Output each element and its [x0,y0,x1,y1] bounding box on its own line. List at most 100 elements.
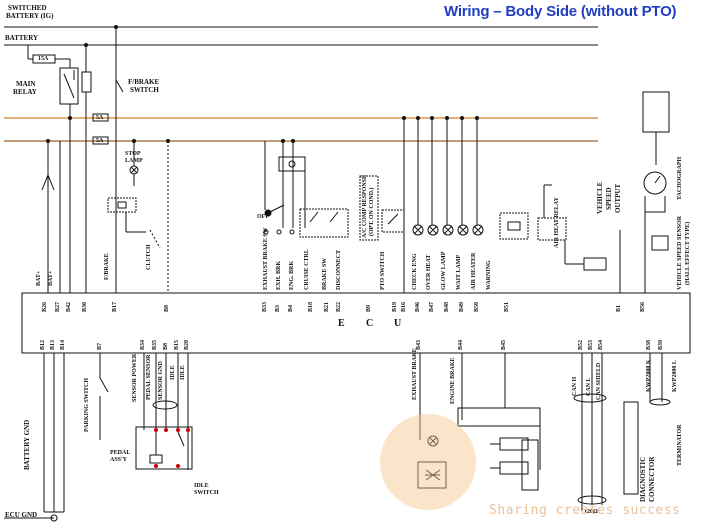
pin-label: B8 [164,304,170,312]
terminator-label: TERMINATOR [677,424,683,466]
pin-label: B18 [308,301,314,312]
pedal-assy-label-2: ASS'Y [110,457,128,463]
ac-compressor-label: A/C COMP RESPONSE [362,174,368,238]
pin-label: B34 [140,339,146,350]
can-l-label: CAN L [586,377,592,396]
component-label: EXHAUST BRAKE SW [263,227,269,290]
engine-brake-label: ENGINE BRAKE [450,357,456,404]
pin-label: B49 [459,301,465,312]
diag-connector-label-1: DIAGNOSTIC [639,456,647,502]
main-relay-label: MAIN [16,80,36,88]
pin-label: B50 [474,301,480,312]
switched-battery-label: SWITCHED [8,4,47,12]
idle-label-2: IDLE [180,365,186,380]
idle-switch-label: IDLE [194,483,209,489]
pin-label: B20 [184,339,190,350]
opt-only-label: (OPT. ON COND.) [369,187,375,236]
pin-label: B26 [42,301,48,312]
vehicle-speed-label-3: OUTPUT [614,183,622,213]
vehicle-speed-label-1: VEHICLE [596,181,604,214]
component-label: BRAKE SW [322,257,328,290]
page-title: Wiring – Body Side (without PTO) [444,3,677,20]
tachograph-dial [643,171,667,195]
pin-label: B15 [174,339,180,350]
pin-label: B7 [97,342,103,350]
pin-label: B46 [415,301,421,312]
fuse-5a-1 [92,113,109,122]
fbrake-label: F/BRAKE [104,253,110,280]
pin-label: B3 [275,304,281,312]
pin-label: B39 [658,339,664,350]
pin-label: B12 [40,339,46,350]
can-h-label: CAN H [572,376,578,396]
pin-label: B33 [262,301,268,312]
pin-label: B8 [163,342,169,350]
stop-lamp-label: STOP [125,151,141,157]
check-lamp [412,224,424,236]
hall-effect-label: (HALL EFFECT TYPE) [685,221,691,285]
idle-switch-label-2: SWITCH [194,490,219,496]
pin-label: B42 [66,301,72,312]
watermark-text: Sharing creates success [489,503,681,518]
fuse-15a-label: 15A [38,56,49,62]
component-label: ENG. BRK [289,260,295,290]
ecu-letter-e: E [338,318,345,329]
pin-label: B45 [501,339,507,350]
pin-label: B54 [598,339,604,350]
diag-connector-label-2: CONNECTOR [648,456,656,502]
component-label: WAIT LAMP [456,254,462,290]
component-label: WARNING [486,260,492,290]
idle-label-1: IDLE [170,365,176,380]
speed-sensor-box [642,91,670,133]
pin-label: B13 [50,339,56,350]
pin-label: B1 [616,304,622,312]
pin-label: B14 [60,339,66,350]
exhaust-brake-label: EXHAUST BRAKE [412,348,418,400]
fuse-5a-2 [92,136,109,145]
fbrake-switch-label-2: SWITCH [130,86,159,94]
pin-label: B17 [112,301,118,312]
component-label: AIR HEAT RELAY [554,197,560,248]
pedal-sensor-gnd-label: SENSOR GND [158,361,164,400]
pin-label: B52 [578,339,584,350]
component-label: DISCONNECT [336,249,342,290]
speed-sensor-label: VEHICLE SPEED SENSOR [677,215,683,290]
pin-label: B30 [82,301,88,312]
pin-label: B9 [366,304,372,312]
stop-lamp-label-2: LAMP [125,158,143,164]
pin-label: B47 [429,301,435,312]
pin-label: B51 [504,301,510,312]
pin-label: B53 [588,339,594,350]
ecu-letter-c: C [366,318,374,329]
pin-label: B35 [152,339,158,350]
pin-label: B16 [401,301,407,312]
air-heater-lamp [472,224,484,236]
component-label: EXH. BRK [276,260,282,290]
battery-label: BATTERY [5,34,39,42]
pin-label: B44 [458,339,464,350]
component-label: AIR HEATER [471,252,477,290]
wait-lamp [457,224,469,236]
battery-gnd-label: BATTERY GND [23,419,31,470]
can-shield-label: CAN SHIELD [596,362,602,400]
l-line-label: KWP2000 L [672,360,678,392]
parking-switch-label: PARKING SWITCH [84,377,90,432]
pin-label: B27 [55,301,61,312]
main-relay-label-2: RELAY [13,88,37,96]
pedal-assy-label: PEDAL [110,450,131,456]
pin-label: B22 [336,301,342,312]
pedal-sensor-power-label: SENSOR POWER [132,353,138,402]
pin-label: B48 [444,301,450,312]
watermark-glow [380,414,476,510]
bat-plus-label-1: BAT+ [36,270,42,286]
pedal-sensor-label: PEDAL SENSOR [146,354,152,400]
pedal-assy [135,426,193,470]
bat-plus-label-2: BAT+ [48,270,54,286]
component-label: CHECK ENG [412,253,418,290]
clutch-label: CLUTCH [146,244,152,270]
vehicle-speed-label-2: SPEED [605,187,613,210]
res-120-label: 120Ω [584,509,598,515]
k-line-label: KWP2000 K [646,359,652,393]
ecu-gnd-label: ECU GND [5,511,38,519]
